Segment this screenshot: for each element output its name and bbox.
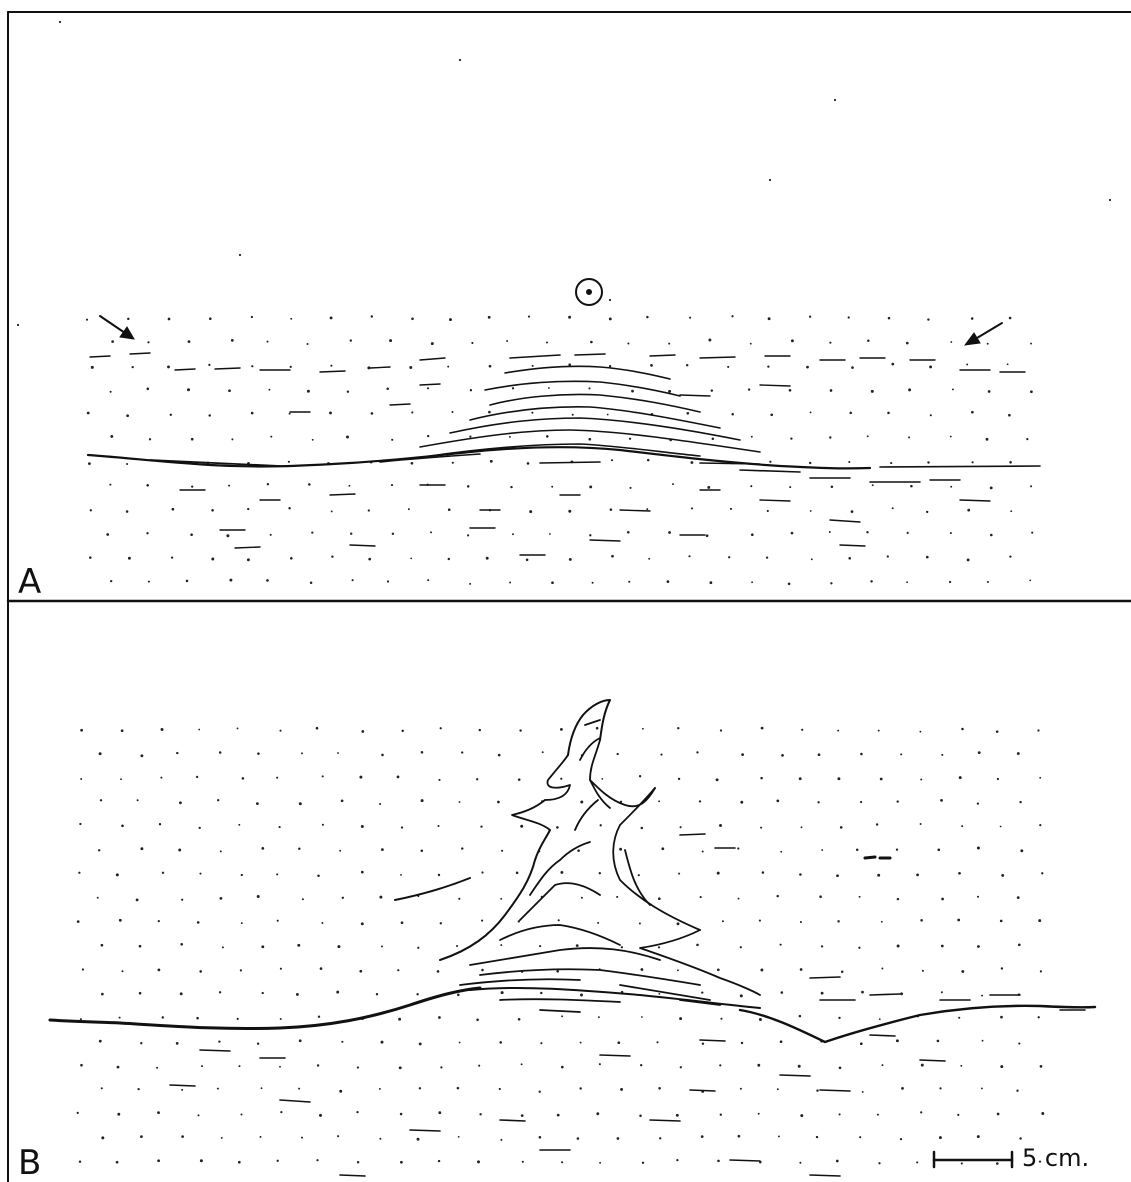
circled-dot-icon — [576, 279, 602, 305]
laminae-a — [88, 354, 1040, 482]
flame-structure — [50, 700, 1095, 1042]
scale-bar-label: 5 cm. — [1022, 1144, 1089, 1172]
dashes-upper-a — [90, 353, 1025, 412]
arrow-icon — [965, 323, 1002, 345]
sand-stipple-b — [77, 727, 1045, 1165]
panel-a: A — [17, 21, 1111, 602]
panel-label-b: B — [18, 1143, 41, 1182]
scale-bar: 5 cm. — [934, 1144, 1089, 1172]
panel-label-a: A — [18, 562, 41, 602]
figure-frame — [8, 12, 1131, 1182]
dashes-b — [170, 834, 1085, 1176]
dashes-lower-a — [180, 480, 990, 555]
sand-stipple-a — [17, 21, 1111, 585]
panel-b: B 5 cm. — [18, 700, 1095, 1182]
